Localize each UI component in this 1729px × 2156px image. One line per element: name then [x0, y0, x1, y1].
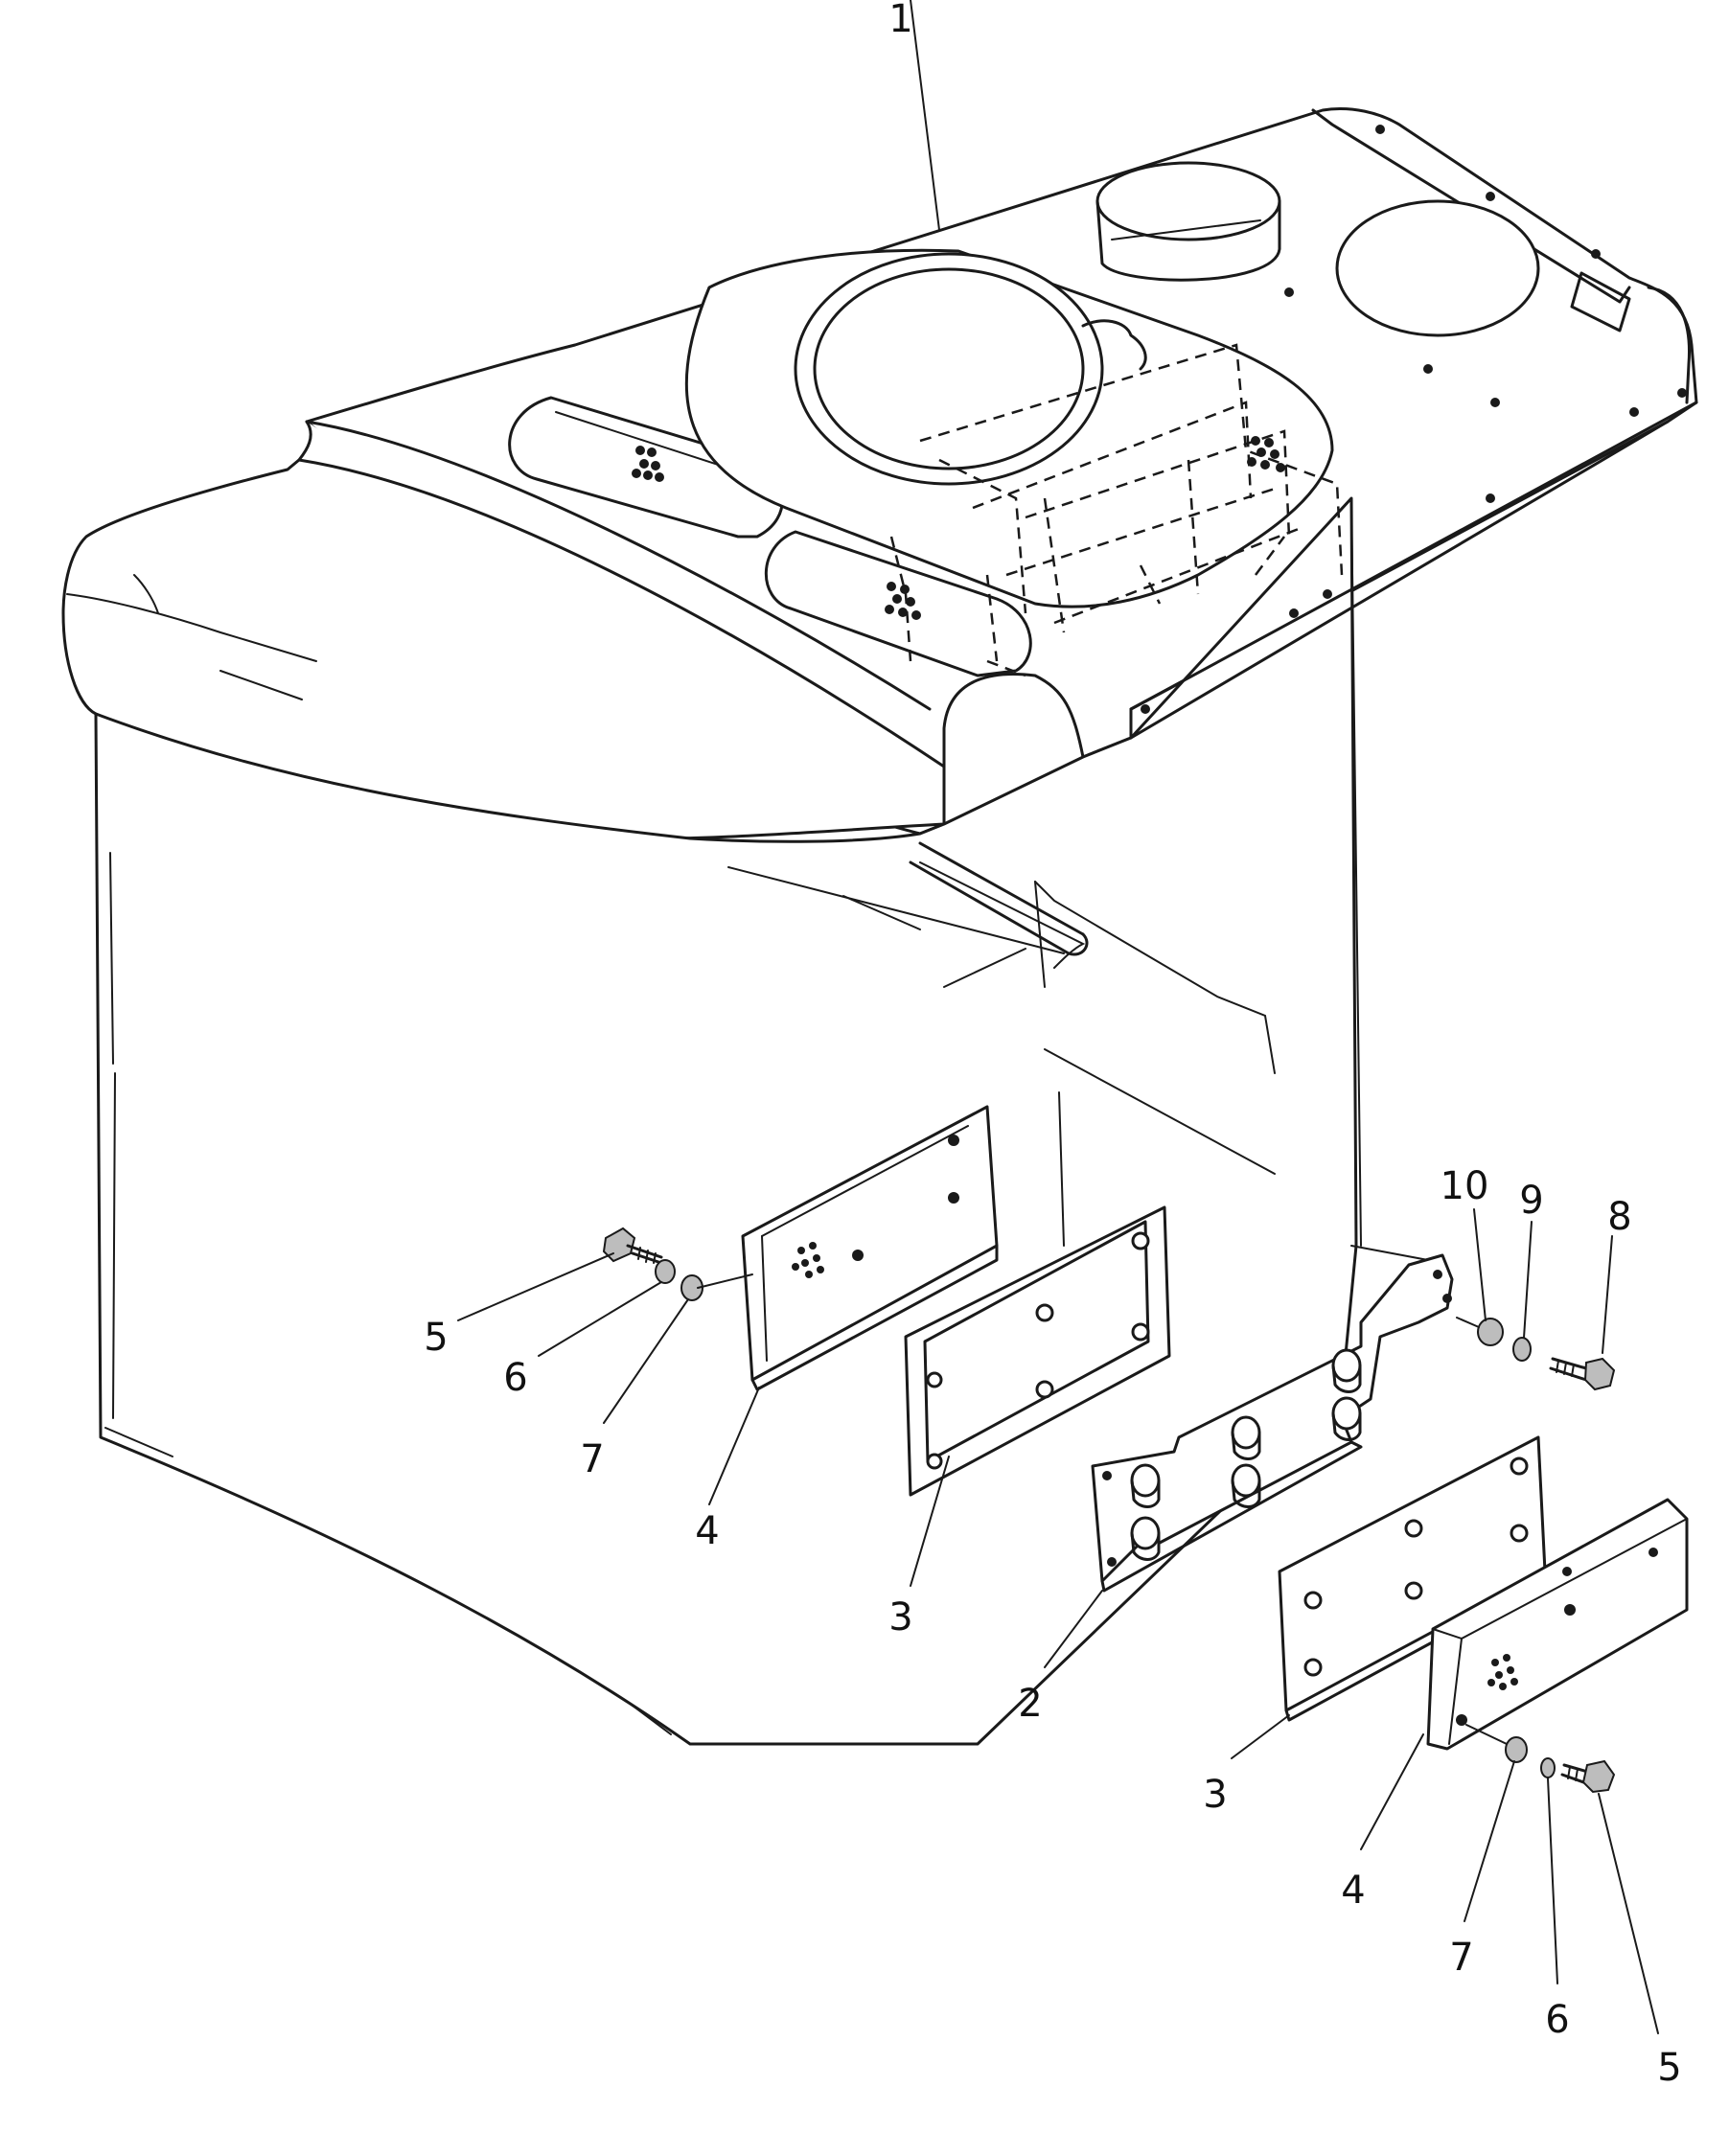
right-cover-plate-4	[1426, 1498, 1689, 1751]
right-plate-vent-holes	[1487, 1654, 1518, 1690]
vent-holes-left	[632, 446, 664, 482]
right-washer-7	[1505, 1736, 1528, 1763]
washer-10	[1477, 1318, 1504, 1346]
hood-top-features	[508, 125, 1687, 714]
leader-lines	[457, 0, 1659, 2034]
spring-washer-9	[1512, 1337, 1532, 1362]
callout-4-right: 4	[1341, 1869, 1365, 1913]
right-gasket-3	[1278, 1435, 1547, 1722]
right-spring-washer-6	[1540, 1757, 1556, 1778]
left-plate-vent-holes	[792, 1242, 824, 1278]
callout-6-right: 6	[1545, 1998, 1569, 2042]
left-hardware	[602, 1227, 753, 1301]
air-cleaner-ring	[794, 252, 1104, 486]
callout-9: 9	[1519, 1179, 1543, 1223]
callout-3-left: 3	[888, 1595, 912, 1640]
callout-2: 2	[1018, 1682, 1042, 1726]
right-hardware	[1456, 1317, 1616, 1794]
bracket-plate-2	[1091, 1253, 1454, 1593]
left-washer-7	[680, 1274, 703, 1301]
mid-vent-recess	[764, 530, 1032, 677]
bolt-8	[1549, 1357, 1616, 1391]
callout-6-left: 6	[503, 1356, 527, 1400]
left-spring-washer-6	[655, 1259, 676, 1284]
vent-holes-mid	[885, 582, 921, 620]
right-bolt-5	[1560, 1759, 1616, 1794]
left-gasket-3	[904, 1205, 1171, 1497]
bracket-studs	[1130, 1348, 1362, 1561]
main-body-box	[94, 496, 1358, 1746]
exhaust-collar	[1095, 161, 1281, 241]
callout-3-right: 3	[1203, 1773, 1227, 1817]
callout-5-left: 5	[424, 1316, 448, 1360]
left-bolt-5	[602, 1227, 663, 1265]
callout-8: 8	[1607, 1195, 1631, 1239]
callout-labels: 1 10 9 8 5 6 7 4 3 2 3 4 7 6 5	[424, 0, 1681, 2090]
cover-bolt-holes	[1141, 125, 1687, 714]
callout-7-right: 7	[1449, 1936, 1473, 1980]
callout-7-left: 7	[580, 1437, 604, 1481]
callout-1: 1	[888, 0, 912, 41]
left-cover-plate-4	[741, 1105, 999, 1391]
callout-5-right: 5	[1657, 2046, 1681, 2090]
callout-10: 10	[1441, 1164, 1489, 1208]
vent-holes-right	[1247, 436, 1285, 472]
callout-4-left: 4	[695, 1509, 719, 1553]
right-round-opening	[1335, 199, 1540, 337]
hood-left-panel	[61, 421, 946, 883]
